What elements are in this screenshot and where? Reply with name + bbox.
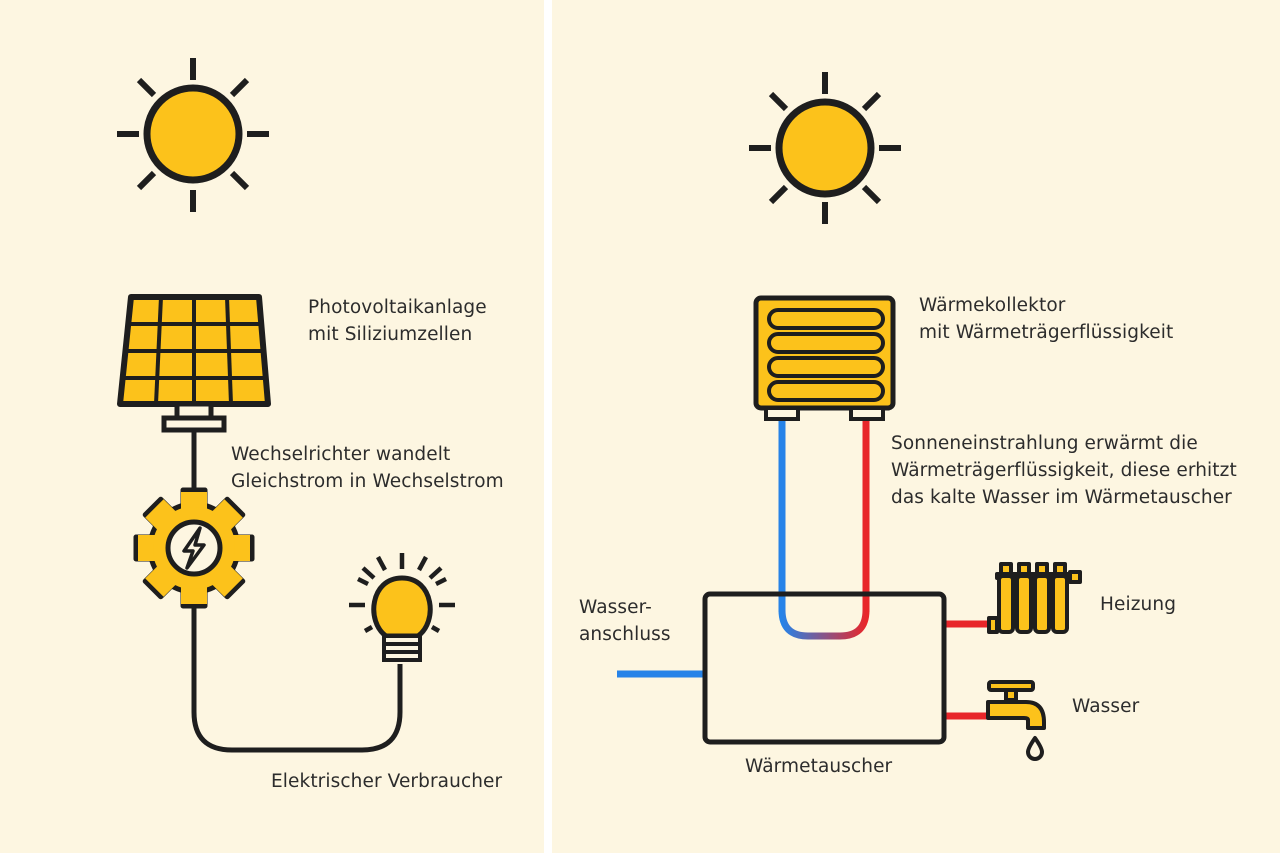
sun-icon (749, 72, 901, 224)
inverter-label: Wechselrichter wandelt Gleichstrom in We… (231, 444, 504, 492)
photovoltaic-panel-area (0, 0, 544, 853)
solarthermal-panel-area (552, 0, 1280, 853)
heating-label: Heizung (1100, 594, 1177, 615)
water-outlet-label: Wasser (1072, 696, 1140, 717)
water-inlet-label: Wasser- anschluss (579, 597, 671, 645)
light-bulb-icon (349, 553, 455, 662)
faucet-icon (986, 680, 1046, 761)
collector-icon (753, 295, 896, 421)
consumer-label: Elektrischer Verbraucher (271, 771, 503, 792)
process-description-label: Sonneneinstrahlung erwärmt die Wärmeträg… (891, 433, 1237, 508)
heat-exchanger-label: Wärmetauscher (745, 756, 893, 777)
panel-divider (544, 0, 552, 853)
inverter-gear-icon (133, 487, 255, 609)
collector-pipes (778, 418, 870, 640)
solar-panel-label: Photovoltaikanlage mit Siliziumzellen (308, 297, 487, 345)
wire-inverter-consumer (191, 606, 403, 753)
heat-exchanger-tank (702, 591, 947, 745)
sun-icon (117, 58, 269, 212)
radiator-icon (987, 562, 1082, 634)
collector-label: Wärmekollektor mit Wärmeträgerflüssigkei… (919, 295, 1174, 343)
solar-panel-icon (117, 294, 271, 433)
